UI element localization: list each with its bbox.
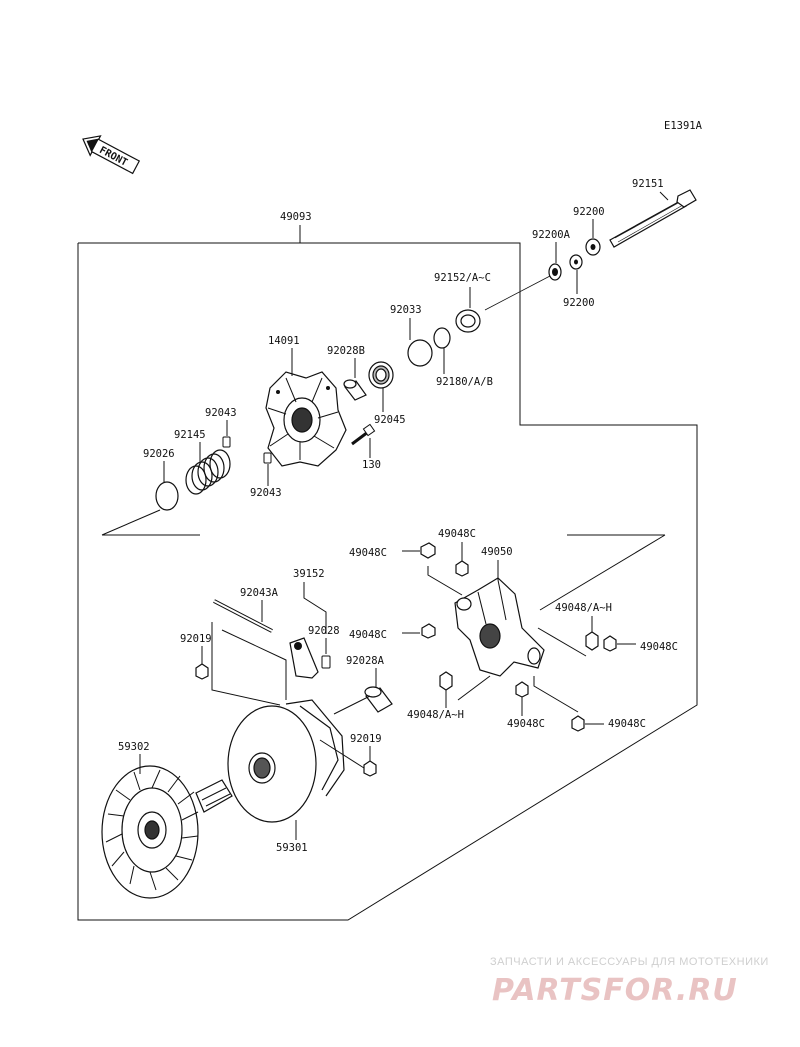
washer-92200A [548, 263, 562, 281]
watermark: ЗАПЧАСТИ И АКСЕССУАРЫ ДЛЯ МОТОТЕХНИКИ PA… [490, 956, 769, 1008]
spring-92145 [185, 449, 231, 495]
label-49048C-c: 49048C [349, 629, 387, 641]
bushing-92028A [364, 686, 393, 713]
ring-92152 [455, 309, 481, 333]
nut-49048C-e [515, 681, 529, 698]
label-92180: 92180/A/B [436, 376, 493, 388]
label-49050: 49050 [481, 546, 513, 558]
label-49048C-d: 49048C [640, 641, 678, 653]
label-92152: 92152/A~C [434, 272, 491, 284]
nut-49048C-f [571, 715, 585, 732]
label-92045: 92045 [374, 414, 406, 426]
label-49048AH-bottom: 49048/A~H [407, 709, 464, 721]
label-92028B: 92028B [327, 345, 365, 357]
assembly-label: 49093 [280, 211, 312, 223]
label-92151: 92151 [632, 178, 664, 190]
label-39152: 39152 [293, 568, 325, 580]
label-59302: 59302 [118, 741, 150, 753]
nut-49048C-c [421, 623, 436, 639]
label-92033: 92033 [390, 304, 422, 316]
bolt-49048AH-right [585, 631, 599, 651]
pin-92043A [213, 599, 273, 633]
label-130: 130 [362, 459, 381, 471]
label-92026: 92026 [143, 448, 175, 460]
label-92019-bottom: 92019 [350, 733, 382, 745]
label-92043A: 92043A [240, 587, 279, 599]
washer-92200-lower [569, 254, 583, 270]
bushing-92028B [343, 379, 367, 401]
label-14091: 14091 [268, 335, 300, 347]
label-49048C-b: 49048C [438, 528, 476, 540]
watermark-tagline: ЗАПЧАСТИ И АКСЕССУАРЫ ДЛЯ МОТОТЕХНИКИ [490, 956, 769, 968]
nut-49048C-a [420, 542, 436, 559]
ring-92180 [433, 327, 451, 349]
label-92200-top: 92200 [573, 206, 605, 218]
bearing-92045 [368, 361, 394, 389]
diagram-code: E1391A [664, 120, 703, 132]
label-49048AH-right: 49048/A~H [555, 602, 612, 614]
nut-92019-upper [195, 663, 209, 680]
label-92028: 92028 [308, 625, 340, 637]
bolt-130 [351, 423, 376, 446]
nut-49048C-d [603, 635, 617, 652]
label-49048C-a: 49048C [349, 547, 387, 559]
spider-14091 [265, 371, 347, 467]
label-92019-top: 92019 [180, 633, 212, 645]
label-92200-bottom: 92200 [563, 297, 595, 309]
ring-92026 [155, 481, 179, 511]
movable-sheave-59301 [227, 699, 345, 823]
bushing-92028 [321, 655, 331, 669]
label-59301: 59301 [276, 842, 308, 854]
label-92043-top: 92043 [205, 407, 237, 419]
nut-92019-lower [363, 760, 377, 777]
pin-92043-lower [263, 452, 272, 464]
pin-92043-upper [222, 436, 231, 448]
label-49048C-f: 49048C [608, 718, 646, 730]
oring-92033 [407, 339, 433, 367]
front-arrow-icon: FRONT [82, 135, 141, 175]
weight-arm-49050 [454, 577, 545, 677]
bolt-92151 [609, 189, 697, 248]
label-92145: 92145 [174, 429, 206, 441]
watermark-logo: PARTSFOR.RU [492, 973, 738, 1008]
label-49048C-e: 49048C [507, 718, 545, 730]
nut-49048C-b [455, 560, 469, 577]
label-92200A: 92200A [532, 229, 571, 241]
bolt-49048AH-bottom [439, 671, 453, 691]
washer-92200-upper [585, 238, 601, 256]
label-92043-bottom: 92043 [250, 487, 282, 499]
weight-39152 [289, 637, 319, 679]
label-92028A: 92028A [346, 655, 385, 667]
assembly-outline: 49093 [77, 211, 698, 921]
fixed-sheave-59302 [101, 765, 233, 899]
